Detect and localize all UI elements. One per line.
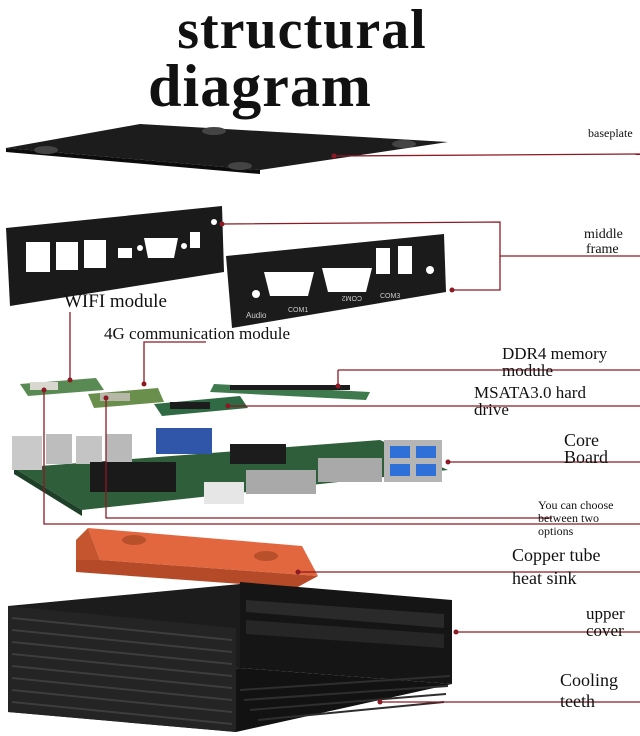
copper-heat-sink-label-line1: Copper tube xyxy=(512,545,601,565)
com2-port-mark: COM2 xyxy=(342,294,362,301)
baseplate-part xyxy=(6,124,448,174)
copper-heat-sink-label-line2: heat sink xyxy=(512,568,577,588)
baseplate-label: baseplate xyxy=(588,126,633,140)
upper-cover-label-line1: upper xyxy=(586,604,625,623)
4g-module-part xyxy=(88,388,164,408)
leader-dots xyxy=(41,153,459,705)
msata-label-line1: MSATA3.0 hard xyxy=(474,383,586,402)
leader-lines xyxy=(43,153,640,703)
middle-frame-label-line2: frame xyxy=(586,242,619,257)
com3-port-mark: COM3 xyxy=(380,293,400,300)
diagram-title-line1: structural xyxy=(177,0,427,61)
com1-port-mark: COM1 xyxy=(288,307,308,314)
ddr4-label-line2: module xyxy=(502,361,553,380)
copper-heat-sink-part xyxy=(76,528,318,588)
cooling-teeth-label-line1: Cooling xyxy=(560,670,619,690)
audio-port-mark: Audio xyxy=(246,311,267,320)
4g-module-label: 4G communication module xyxy=(104,324,291,343)
msata-module-part xyxy=(154,396,248,416)
core-board-label-line2: Board xyxy=(564,447,608,467)
ddr4-module-part xyxy=(210,384,370,400)
upper-cover-label-line2: cover xyxy=(586,621,624,640)
core-board-part xyxy=(12,428,448,516)
wifi-module-part xyxy=(20,378,104,396)
choose-options-label-line2: between two xyxy=(538,511,599,525)
middle-frame-label-line1: middle xyxy=(584,227,623,242)
upper-cover-part xyxy=(8,582,452,732)
cooling-teeth-label-line2: teeth xyxy=(560,691,595,711)
diagram-title-line2: diagram xyxy=(148,53,372,119)
msata-label-line2: drive xyxy=(474,400,509,419)
core-board-label-line1: Core xyxy=(564,430,599,450)
wifi-module-label: WIFI module xyxy=(64,291,167,312)
choose-options-label-line1: You can choose xyxy=(538,498,614,512)
middle-frame-front-part xyxy=(6,206,224,306)
ddr4-label-line1: DDR4 memory xyxy=(502,344,608,363)
middle-frame-back-part: Audio COM1 COM2 COM3 xyxy=(226,234,446,328)
choose-options-label-line3: options xyxy=(538,524,574,538)
